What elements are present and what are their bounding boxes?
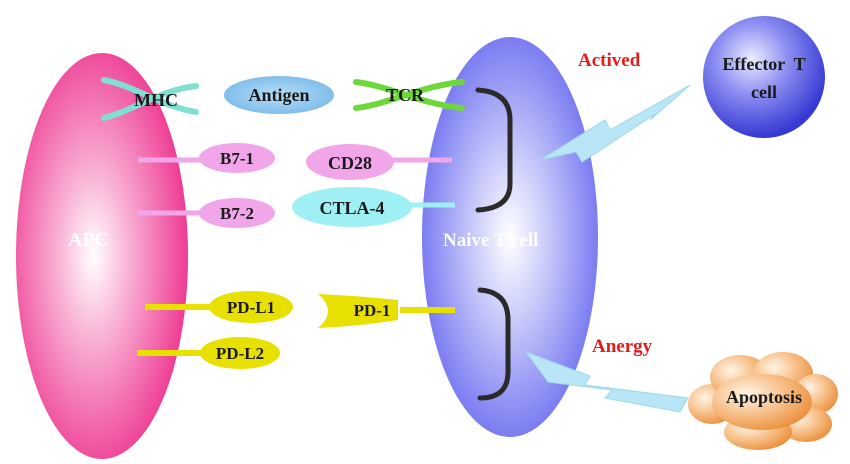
effector-t-cell-label-line2: cell (751, 82, 777, 102)
pd-l2-label: PD-L2 (216, 344, 264, 363)
apoptosis-label: Apoptosis (726, 387, 802, 407)
anergy-bracket (477, 287, 511, 401)
naive-t-cell (422, 37, 598, 437)
b7-2-label: B7-2 (220, 204, 254, 223)
ctla-4-label: CTLA-4 (319, 198, 384, 218)
activation-lightning-arrow (539, 84, 691, 163)
anergy-label: Anergy (592, 336, 653, 357)
mhc-molecule (101, 77, 199, 121)
tcr-label: TCR (386, 85, 425, 105)
antigen-label: Antigen (248, 85, 309, 105)
apoptosis-cloud (688, 352, 838, 450)
naive-t-cell-label: Naive T cell (443, 230, 538, 251)
tcr-molecule (353, 79, 465, 111)
effector-t-cell-label-line1: Effector T (722, 54, 805, 74)
pd-1-molecule (318, 294, 398, 328)
mhc-label: MHC (134, 90, 178, 110)
ctla-4-molecule (292, 187, 412, 227)
antigen-molecule (224, 76, 334, 114)
pd-l1-label: PD-L1 (227, 298, 275, 317)
activation-bracket (475, 87, 513, 213)
activated-label: Actived (578, 50, 641, 71)
pd-1-label: PD-1 (354, 301, 391, 320)
pd-l1-molecule (209, 291, 293, 323)
effector-t-cell (703, 16, 825, 138)
apc-label: APC (68, 229, 109, 251)
b7-1-label: B7-1 (220, 149, 254, 168)
cd28-label: CD28 (328, 153, 372, 173)
b7-2-molecule (199, 198, 275, 228)
b7-1-molecule (199, 143, 275, 173)
apc-cell (16, 53, 188, 459)
anergy-lightning-arrow (524, 350, 689, 413)
pd-l2-molecule (200, 337, 280, 369)
cd28-molecule (306, 144, 394, 180)
